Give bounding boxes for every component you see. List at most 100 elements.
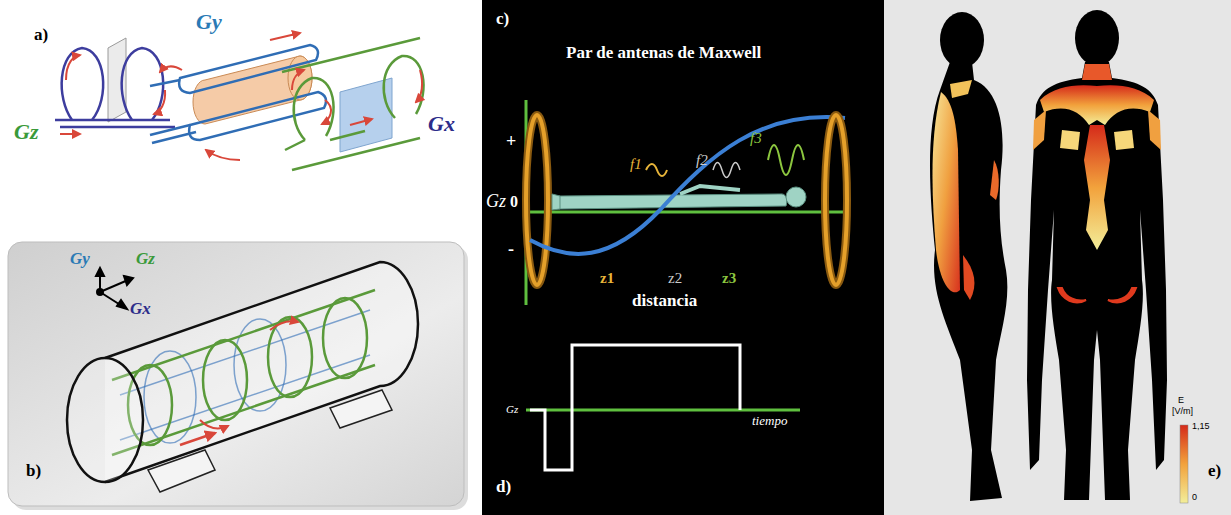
axes-triad [124, 276, 133, 285]
gy-coil [270, 33, 300, 40]
maxwell-pair-plot [825, 115, 847, 285]
gx-coil [292, 70, 304, 90]
panel-ground [482, 0, 884, 515]
gx-coil [416, 70, 422, 102]
body-side-view [940, 12, 984, 68]
maxwell-pair-plot [825, 115, 847, 285]
body-side-view [963, 255, 974, 300]
axis-tick: 0 [510, 193, 518, 211]
gx-coil [294, 78, 334, 140]
axis-label: Gy [70, 250, 90, 269]
body-back-view [1033, 110, 1046, 150]
gradient-coil-cylinder [67, 262, 418, 492]
colorbar-tick: 0 [1192, 493, 1197, 503]
body-side-view [950, 80, 972, 98]
gradient-coil-cylinder [270, 321, 298, 330]
gx-coil [384, 56, 424, 118]
body-back-view [1027, 62, 1167, 500]
gx-coil [330, 131, 365, 140]
gy-coil [150, 80, 180, 86]
body-side-view [932, 92, 960, 292]
body-back-view [1060, 130, 1080, 150]
maxwell-pair-plot [526, 100, 847, 305]
maxwell-pair-plot [680, 186, 740, 194]
maxwell-pair-plot [713, 163, 740, 178]
gz-coil [154, 90, 165, 114]
gy-coil [206, 150, 240, 160]
axes-triad [96, 268, 104, 276]
frequency-label: f3 [750, 130, 762, 147]
axis-title: tiempo [752, 414, 787, 428]
gx-coil [350, 119, 372, 125]
gradient-pulse [526, 409, 800, 412]
gradient-coil-cylinder [112, 365, 375, 455]
panel-letter: d) [496, 478, 511, 497]
maxwell-pair-plot [526, 115, 548, 285]
body-back-view [1058, 288, 1086, 302]
panel-b [8, 242, 468, 510]
panel-letter: e) [1208, 462, 1221, 481]
gradient-coil-cylinder [180, 433, 215, 445]
gy-coil [322, 100, 331, 124]
gy-coil [150, 33, 331, 160]
body-back-view [1114, 130, 1134, 150]
axes-triad [97, 289, 103, 295]
axis-label: Gz [136, 250, 155, 269]
body-back-view [1084, 125, 1110, 250]
maxwell-pair-plot [526, 211, 845, 214]
gz-coil [108, 38, 126, 122]
body-side-view [930, 62, 1007, 501]
gradient-coil-cylinder [112, 290, 375, 380]
gradient-coil-cylinder [67, 358, 143, 482]
colorbar-title: E [1178, 396, 1184, 406]
gz-coil [60, 126, 175, 129]
body-back-view [1075, 10, 1119, 66]
gy-coil [160, 66, 182, 72]
body-back-view [1040, 85, 1154, 125]
axis-title: distancia [632, 292, 697, 311]
maxwell-pair-plot [786, 187, 806, 207]
colorbar-unit: [V/m] [1172, 407, 1193, 417]
coil-label: Gy [196, 10, 222, 34]
maxwell-pair-plot [552, 194, 560, 210]
axis-sign: + [506, 132, 516, 152]
colorbar-tick: 1,15 [1192, 422, 1210, 432]
axes-triad [100, 280, 128, 292]
axis-label: Gx [130, 300, 151, 319]
axis-sign: - [508, 240, 514, 260]
gz-coil [60, 133, 80, 135]
body-side-view [990, 160, 999, 200]
panel-letter: a) [34, 26, 48, 45]
gradient-pulse [530, 345, 740, 470]
gradient-coil-cylinder [120, 310, 370, 395]
color-bar [1180, 425, 1188, 503]
gz-coil [62, 48, 104, 120]
gy-coil [152, 132, 196, 143]
body-back-view [1082, 64, 1112, 80]
gradient-coil-cylinder [200, 420, 228, 428]
coil-label: Gz [14, 120, 38, 144]
maxwell-pair-plot [526, 115, 548, 285]
plot-title: Par de antenas de Maxwell [566, 44, 761, 63]
panel-letter: b) [26, 462, 41, 481]
gradient-coil-cylinder [323, 298, 367, 378]
panel-ground [0, 0, 480, 240]
maxwell-pair-plot [768, 145, 804, 175]
gz-coil [55, 38, 175, 134]
gy-coil [150, 125, 190, 135]
panel-letter: c) [496, 10, 509, 29]
color-bar [1180, 425, 1188, 503]
gradient-coil-cylinder [268, 317, 312, 397]
gradient-pulse [526, 345, 800, 470]
axes-triad [117, 300, 127, 309]
panel-ground [884, 0, 1231, 515]
frequency-label: f2 [696, 152, 708, 169]
position-label: z2 [668, 270, 682, 287]
gy-coil [189, 92, 326, 140]
gx-coil [282, 38, 420, 72]
gx-coil [285, 140, 305, 150]
gx-coil [282, 38, 424, 170]
